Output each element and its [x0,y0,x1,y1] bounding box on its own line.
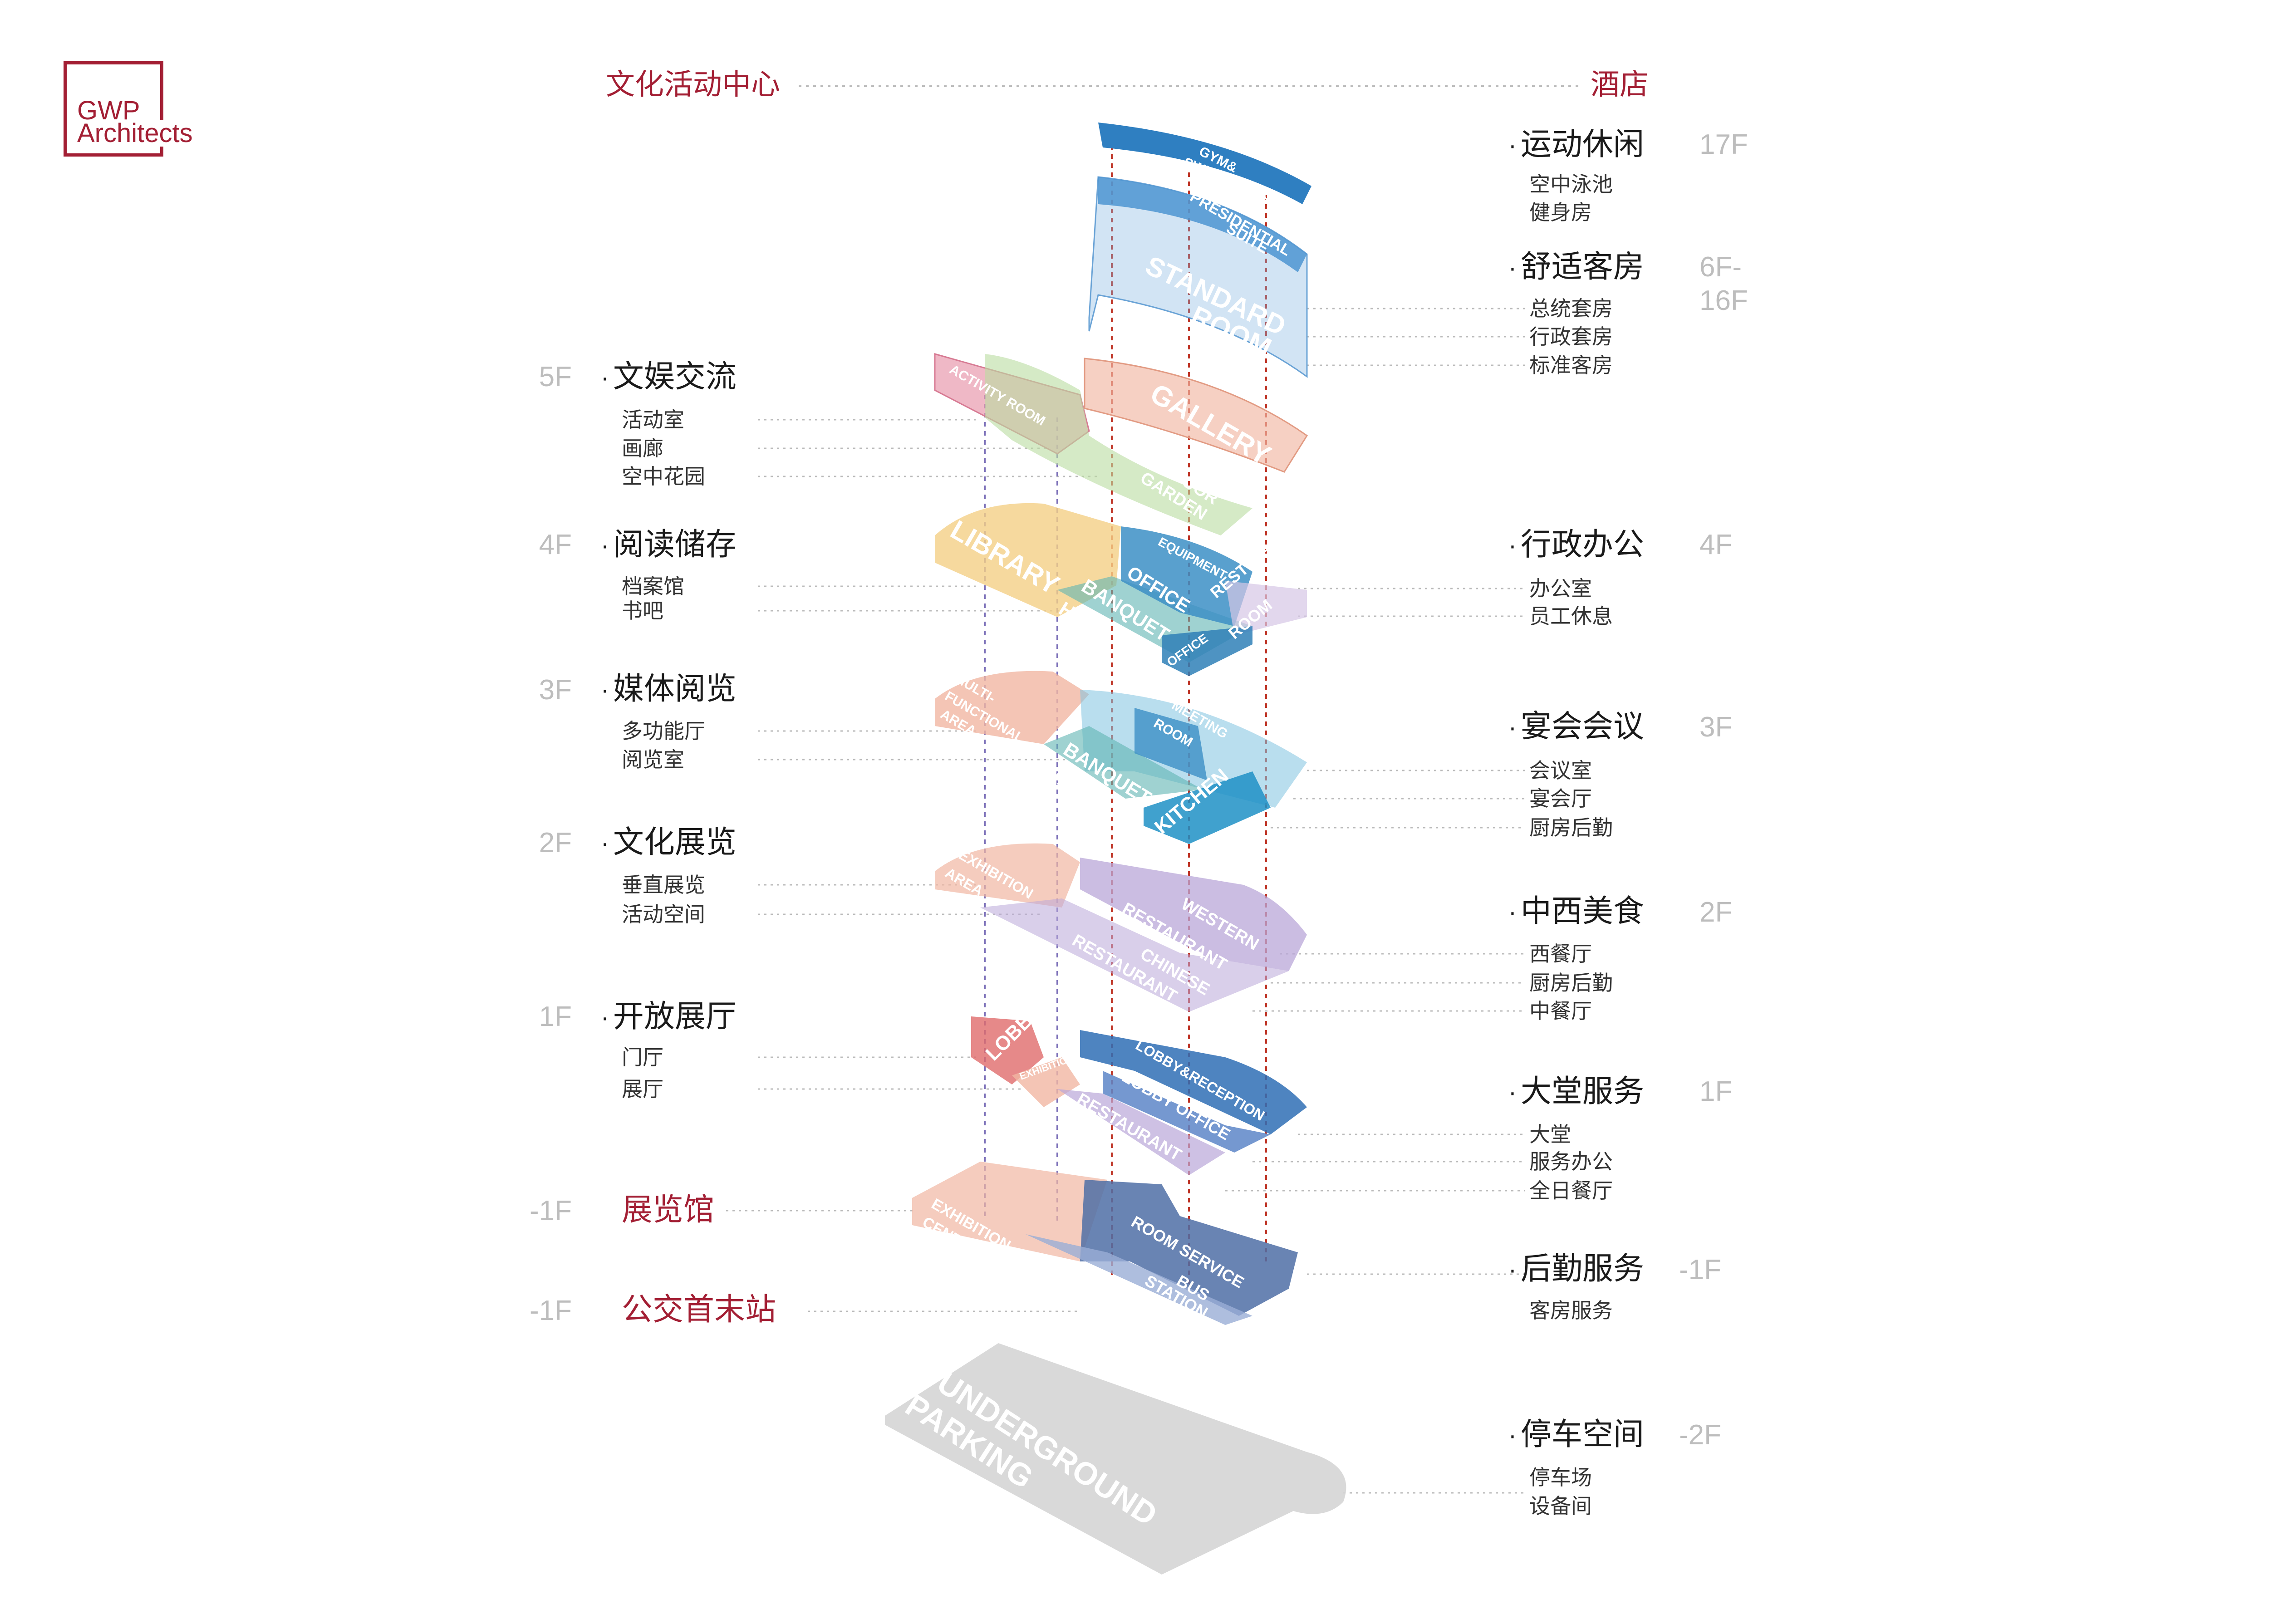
left-group-exhibition-hall-title: 展览馆 [622,1192,715,1228]
right-group-1f-item: 大堂 [1529,1122,1571,1147]
left-group-5f-item: 空中花园 [622,464,705,489]
left-floor-3f: 3F [539,674,572,706]
right-floor-3f: 3F [1699,711,1733,743]
right-group-17f-item: 空中泳池 [1529,172,1613,196]
left-group-4f-item: 书吧 [622,599,663,623]
floor-5f-slab: ACTIVITY ROOM GALLERY OUTDOOR GARDEN [934,353,1308,535]
left-leader-lines [726,419,1098,1312]
left-group-2f-item: 垂直展览 [622,873,705,897]
right-leader-lines [1225,308,1525,1494]
floor-b1-slab: EXHIBITION CENTER ROOM SERVICE BUS STATI… [912,1162,1298,1325]
left-group-3f-item: 阅览室 [622,747,684,772]
left-group-1f-item: 展厅 [622,1077,663,1101]
right-group-3f-item: 会议室 [1529,758,1592,783]
left-group-bus-terminal-title: 公交首末站 [622,1292,776,1328]
right-floor-17f: 17F [1699,129,1748,160]
right-group-3f-title: ·宴会会议 [1509,709,1644,745]
left-group-2f-title: ·文化展览 [601,824,737,860]
right-floor-6f: 6F- [1699,251,1742,283]
right-group-b2-item: 停车场 [1529,1465,1592,1490]
right-floor-b1: -1F [1679,1254,1721,1285]
logo-line-1: GWP [77,96,140,125]
right-group-b2-item: 设备间 [1529,1494,1592,1518]
right-group-6f-16f-item: 标准客房 [1529,353,1613,378]
gwp-logo: GWP Architects [64,61,196,157]
right-group-4f-title: ·行政办公 [1509,527,1644,563]
logo-line-2: Architects [77,120,196,147]
right-group-b1-title: ·后勤服务 [1509,1251,1644,1287]
right-group-2f-title: ·中西美食 [1509,893,1644,929]
left-floor-5f: 5F [539,361,572,393]
left-group-3f-item: 多功能厅 [622,719,705,743]
right-group-1f-title: ·大堂服务 [1509,1074,1644,1109]
right-group-3f-item: 宴会厅 [1529,786,1592,811]
right-group-2f-item: 西餐厅 [1529,942,1592,966]
left-group-5f-item: 画廊 [622,436,663,461]
right-group-4f-item: 员工休息 [1529,604,1613,628]
right-floor-1f: 1F [1699,1076,1733,1107]
right-floor-2f: 2F [1699,897,1733,928]
left-group-2f-item: 活动空间 [622,902,705,927]
floor-b2-slab: UNDERGROUND PARKING [885,1343,1346,1575]
header-right: 酒店 [1591,68,1649,102]
right-group-6f-16f-item: 行政套房 [1529,324,1613,349]
right-group-1f-item: 全日餐厅 [1529,1178,1613,1203]
floor-6f-16f-slab: PRESIDENTIAL SUITE STANDARD ROOM [1088,176,1308,378]
right-group-6f-16f-title: ·舒适客房 [1509,249,1644,285]
right-group-17f-item: 健身房 [1529,200,1592,225]
right-group-b2-title: ·停车空间 [1509,1417,1644,1452]
left-group-5f-item: 活动室 [622,407,684,432]
left-group-4f-title: ·阅读储存 [601,527,737,563]
left-floor-1f: 1F [539,1001,572,1032]
left-floor-4f: 4F [539,529,572,560]
right-group-1f-item: 服务办公 [1529,1149,1613,1174]
right-floor-16f: 16F [1699,285,1748,316]
right-floor-b2: -2F [1679,1419,1721,1451]
left-group-5f-title: ·文娱交流 [601,359,737,395]
floor-3f-slab: MULTI- FUNCTIONAL AREA MEETING ROOM BANQ… [935,670,1307,844]
right-group-2f-item: 厨房后勤 [1529,971,1613,995]
floor-1f-slab: LOBBY EXHIBITION LOBBY&RECEPTION LOBBY O… [971,1000,1307,1175]
header-left: 文化活动中心 [606,68,780,102]
left-group-3f-title: ·媒体阅览 [601,671,737,707]
right-group-6f-16f-item: 总统套房 [1529,296,1613,321]
right-group-3f-item: 厨房后勤 [1529,815,1613,840]
right-group-4f-item: 办公室 [1529,576,1592,601]
right-group-17f-title: ·运动休闲 [1509,127,1644,162]
left-floor-b1-bus: -1F [530,1295,572,1326]
right-floor-4f: 4F [1699,529,1733,560]
right-group-2f-item: 中餐厅 [1529,999,1592,1023]
left-group-4f-item: 档案馆 [622,574,684,599]
left-floor-b1-exhibition: -1F [530,1195,572,1227]
floor-2f-slab: EXHIBITION AREA WESTERN RESTAURANT CHINE… [935,843,1307,1012]
right-group-b1-item: 客房服务 [1529,1298,1613,1323]
left-group-1f-title: ·开放展厅 [601,999,737,1035]
floor-4f-slab: LIBRARY EQUIPMENT OFFICE BANQUET HALL RE… [935,503,1307,676]
left-floor-2f: 2F [539,827,572,859]
left-group-1f-item: 门厅 [622,1045,663,1070]
